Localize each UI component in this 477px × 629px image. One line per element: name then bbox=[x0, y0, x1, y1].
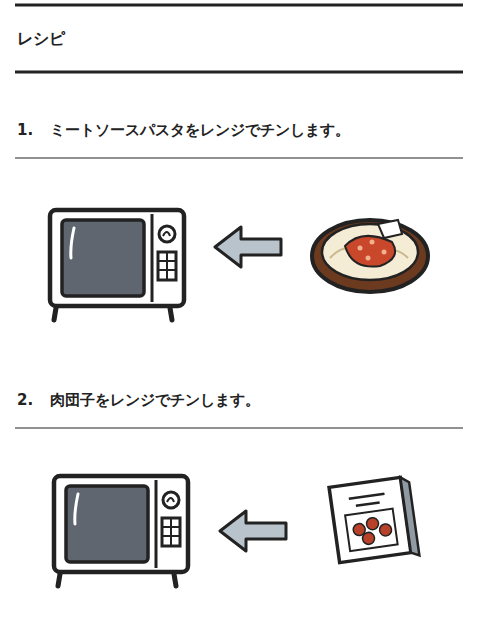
meatball-package bbox=[329, 476, 419, 566]
step-rule bbox=[15, 428, 463, 429]
step-number: 1. bbox=[17, 121, 33, 139]
step-number: 2. bbox=[17, 391, 33, 409]
step-rule bbox=[15, 158, 463, 159]
title-rule bbox=[15, 71, 463, 74]
pasta-plate bbox=[312, 220, 428, 292]
step-text: 肉団子をレンジでチンします。 bbox=[50, 391, 260, 409]
step-text: ミートソースパスタをレンジでチンします。 bbox=[50, 121, 350, 139]
top-rule bbox=[15, 4, 463, 7]
page-title: レシピ bbox=[17, 29, 65, 48]
